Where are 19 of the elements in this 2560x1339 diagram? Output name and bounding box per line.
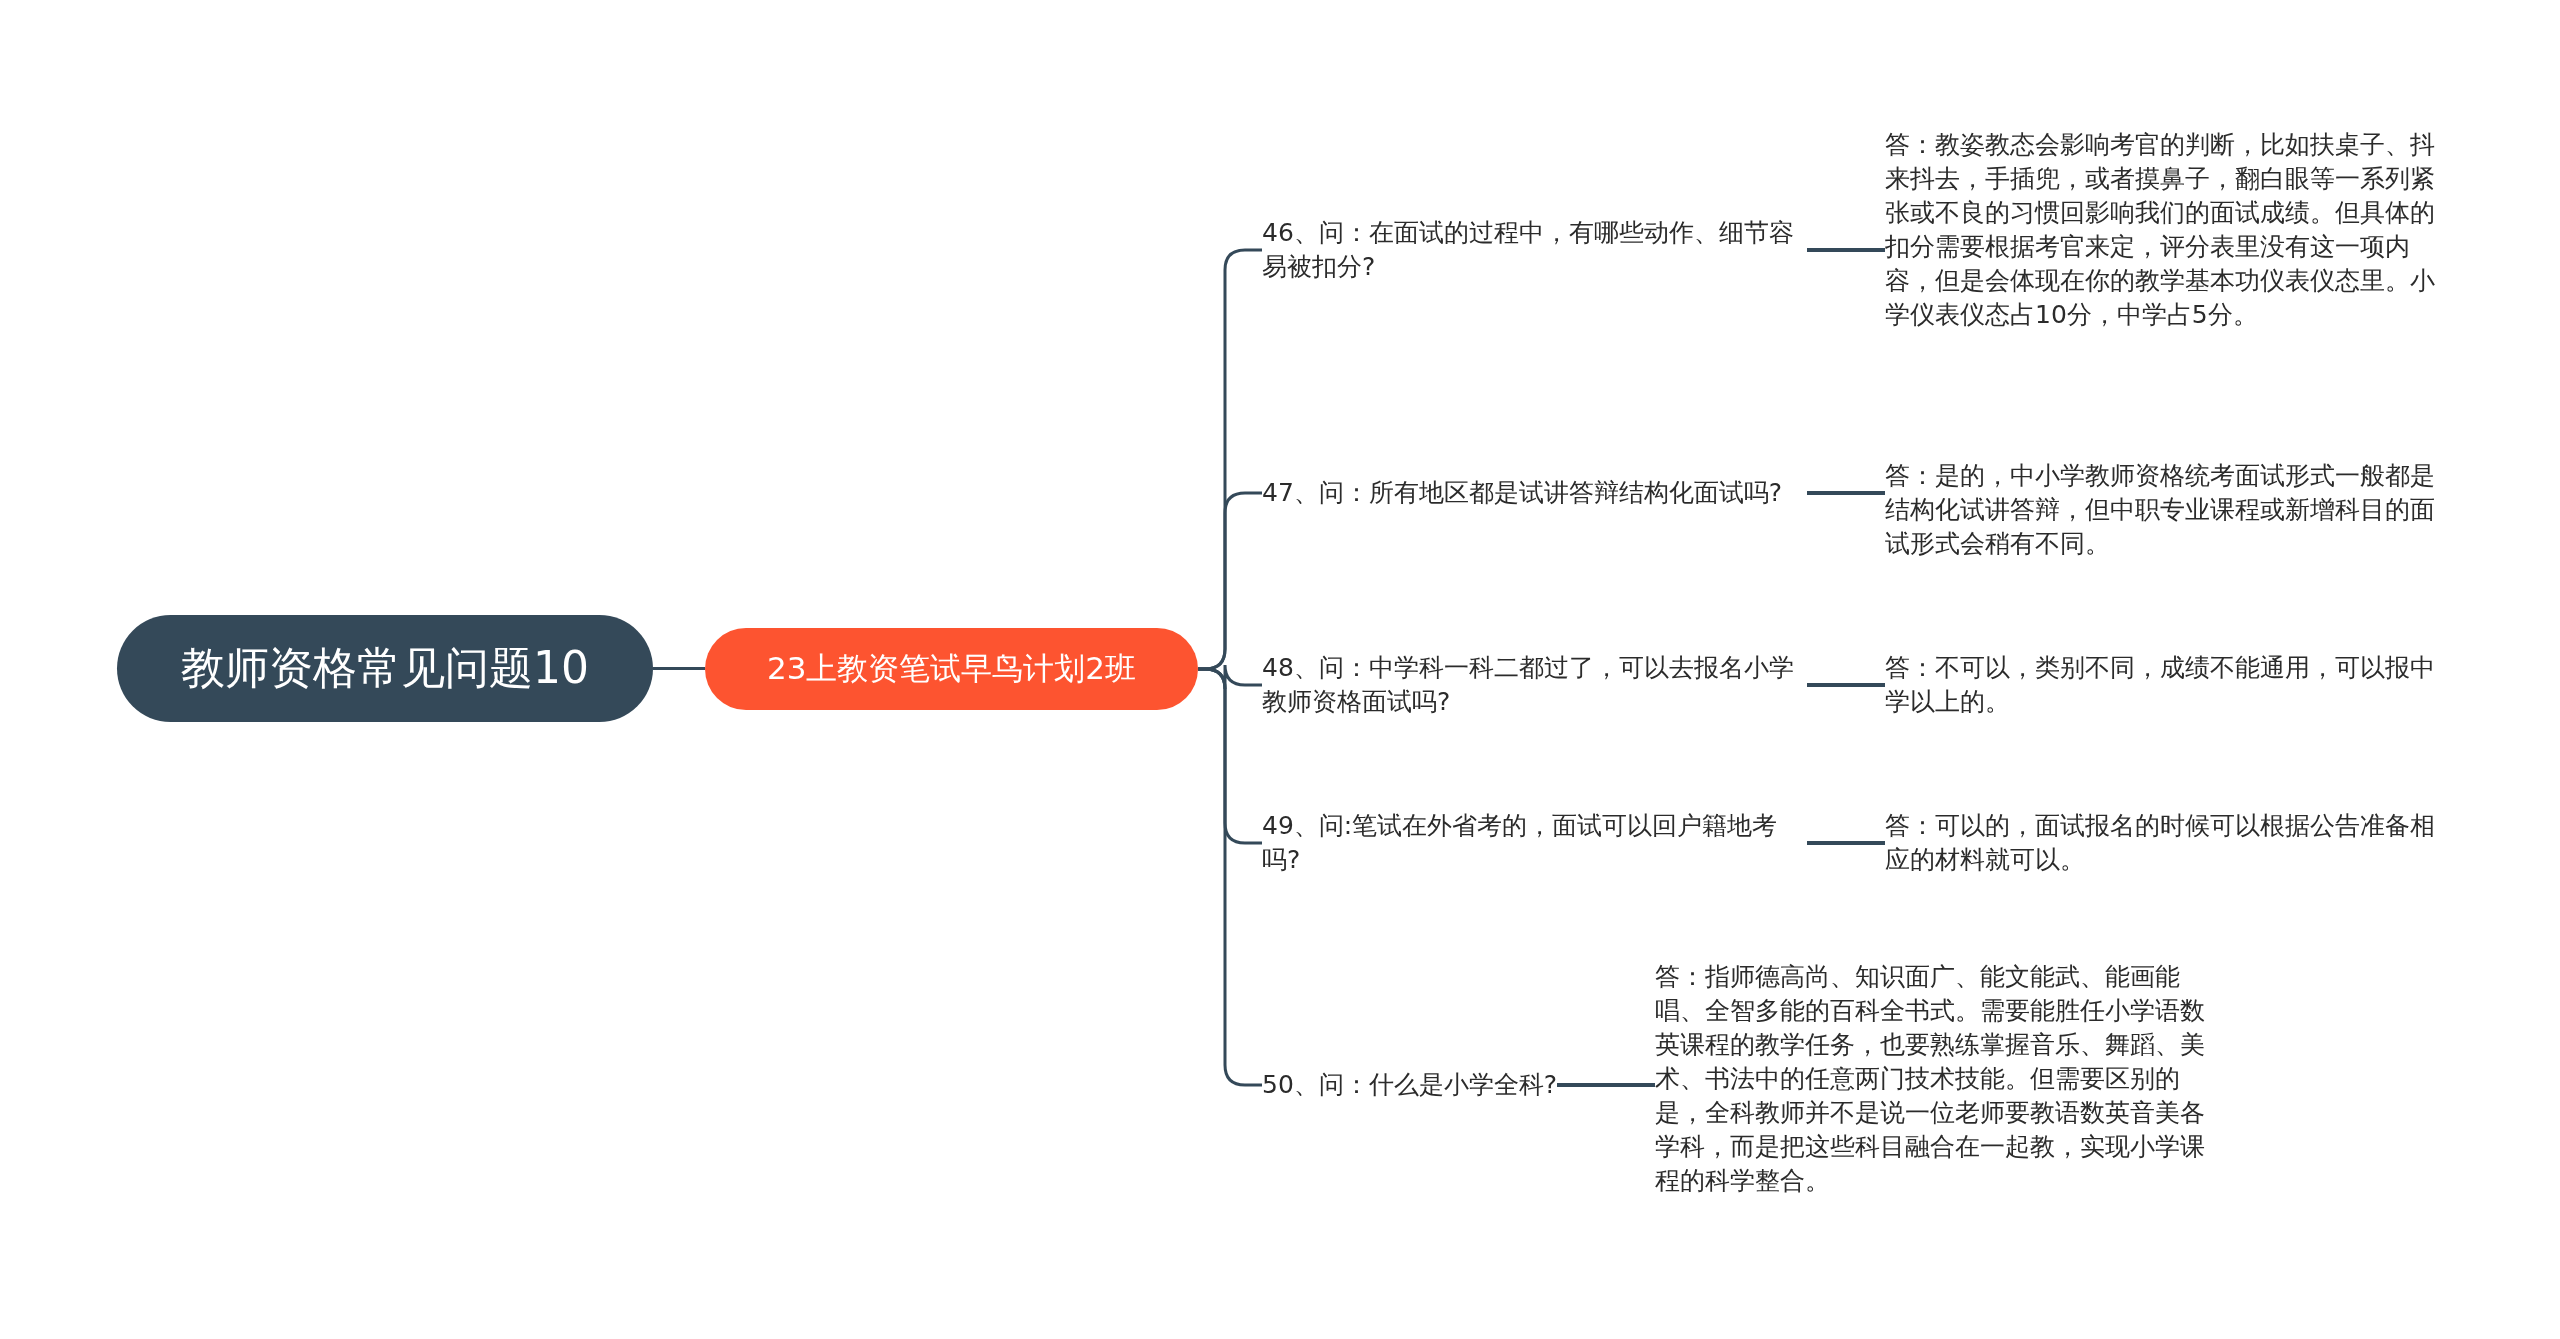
answer-text: 答：指师德高尚、知识面广、能文能武、能画能唱、全智多能的百科全书式。需要能胜任小学语数英课程的教学任务，也要熟练掌握音乐、舞蹈、美术、书法中的任意两门技术技能。但需要区别的是，全科教师并不是说一位老师要教语数英音美各学科，而是把这些科目融合在一起教，实现小学课程的科学整合。 (1655, 960, 2220, 1198)
question-text: 47、问：所有地区都是试讲答辩结构化面试吗? (1262, 476, 1807, 510)
root-topic-pill: 教师资格常见问题10 (117, 615, 653, 722)
answer-text: 答：是的，中小学教师资格统考面试形式一般都是结构化试讲答辩，但中职专业课程或新增科目的面试形式会稍有不同。 (1885, 459, 2450, 561)
connector-line (1807, 841, 1885, 845)
connector-line (653, 667, 705, 670)
answer-text: 答：可以的，面试报名的时候可以根据公告准备相应的材料就可以。 (1885, 809, 2450, 877)
question-text: 46、问：在面试的过程中，有哪些动作、细节容易被扣分? (1262, 216, 1807, 284)
subtopic-pill: 23上教资笔试早鸟计划2班 (705, 628, 1198, 710)
connector-line (1557, 1083, 1655, 1087)
question-text: 49、问:笔试在外省考的，面试可以回户籍地考吗? (1262, 809, 1807, 877)
question-text: 48、问：中学科一科二都过了，可以去报名小学教师资格面试吗? (1262, 651, 1807, 719)
connector-line (1807, 683, 1885, 687)
question-text: 50、问：什么是小学全科? (1262, 1068, 1558, 1102)
answer-text: 答：教姿教态会影响考官的判断，比如扶桌子、抖来抖去，手插兜，或者摸鼻子，翻白眼等一系列紧张或不良的习惯回影响我们的面试成绩。但具体的扣分需要根据考官来定，评分表里没有这一项内容，但是会体现在你的教学基本功仪表仪态里。小学仪表仪态占10分，中学占5分。 (1885, 128, 2450, 332)
answer-text: 答：不可以，类别不同，成绩不能通用，可以报中学以上的。 (1885, 651, 2450, 719)
connector-line (1807, 248, 1885, 252)
connector-line (1198, 667, 1262, 1087)
connector-line (1807, 491, 1885, 495)
